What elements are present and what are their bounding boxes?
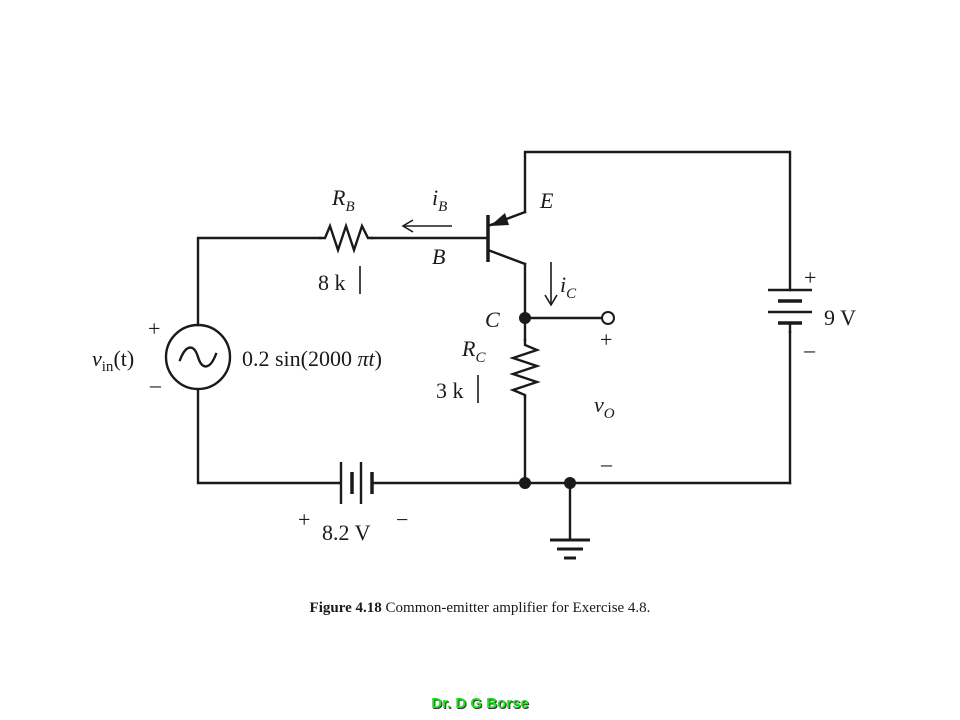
wire-left-top	[196, 236, 322, 327]
base-label: B	[432, 244, 445, 269]
battery-vbb	[338, 462, 374, 504]
collector-label: C	[485, 307, 500, 332]
emitter-label: E	[539, 188, 554, 213]
rb-label: RB	[331, 185, 355, 215]
ac-source	[164, 323, 232, 391]
wire-left-bottom	[196, 388, 342, 485]
figure-caption-label: Figure 4.18	[309, 600, 382, 616]
vo-plus: +	[600, 327, 612, 352]
vbb-minus: −	[396, 507, 408, 532]
rc-resistor	[509, 338, 541, 399]
vcc-value: 9 V	[824, 305, 856, 330]
rc-value: 3 k	[436, 378, 464, 403]
emitter-arrow-icon	[490, 213, 509, 226]
ib-label: iB	[432, 185, 447, 215]
vcc-minus: –	[803, 337, 816, 362]
output-terminal	[601, 311, 615, 325]
battery-vcc	[768, 288, 812, 334]
vbb-value: 8.2 V	[322, 520, 371, 545]
vin-expression: 0.2 sin(2000 πt)	[242, 346, 382, 371]
node-collector	[519, 312, 531, 324]
ic-arrow-icon	[544, 262, 558, 307]
wires	[196, 150, 792, 542]
wire-emitter-top	[523, 150, 792, 292]
vin-plus: +	[148, 316, 160, 341]
vo-label: vO	[594, 392, 615, 422]
rb-resistor	[318, 222, 374, 254]
vin-minus: –	[149, 372, 162, 397]
figure-caption: Figure 4.18 Common-emitter amplifier for…	[0, 600, 960, 617]
ib-arrow-icon	[401, 219, 452, 233]
vo-minus: –	[600, 451, 613, 476]
ic-label: iC	[560, 272, 577, 302]
ground-icon	[550, 538, 590, 560]
node-bottom-right	[564, 477, 576, 489]
transistor	[486, 210, 527, 266]
vbb-plus: +	[298, 507, 310, 532]
rc-label: RC	[461, 336, 486, 366]
rb-value: 8 k	[318, 270, 346, 295]
figure-caption-text: Common-emitter amplifier for Exercise 4.…	[381, 600, 651, 616]
vin-label: vin(t)	[92, 346, 134, 375]
author-credit: Dr. D G Borse	[431, 695, 529, 712]
node-bottom-left	[519, 477, 531, 489]
vcc-plus: +	[804, 265, 816, 290]
sine-wave-icon	[178, 346, 218, 368]
